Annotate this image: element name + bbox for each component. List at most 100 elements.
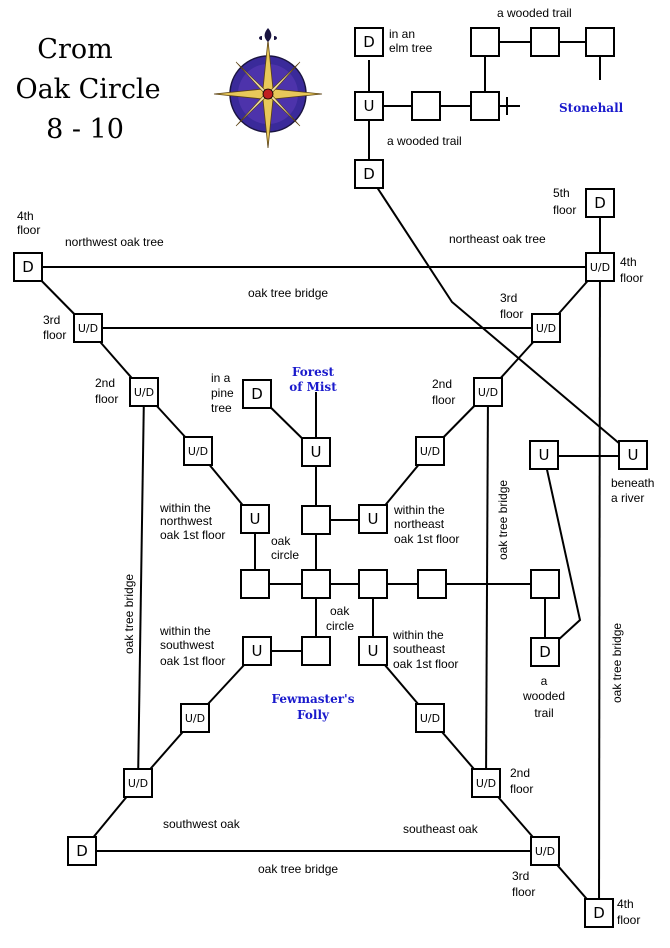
room-nw-1b[interactable]: U/D xyxy=(183,436,213,466)
room-box[interactable] xyxy=(530,27,560,57)
room-nw-3[interactable]: U/D xyxy=(73,313,103,343)
room-box[interactable] xyxy=(585,27,615,57)
room-box[interactable] xyxy=(529,440,559,470)
room-trail-d[interactable]: D xyxy=(530,637,560,667)
room-box[interactable] xyxy=(301,437,331,467)
room-box[interactable] xyxy=(531,313,561,343)
room-nw-1[interactable]: U xyxy=(240,504,270,534)
label-in-a-pine-tree: pine xyxy=(211,386,234,400)
title-line-1: Crom xyxy=(37,34,112,65)
room-box[interactable] xyxy=(183,436,213,466)
room-elm-d[interactable]: D xyxy=(354,27,384,57)
room-se-2[interactable]: U/D xyxy=(471,768,501,798)
zone-link-forest-of-mist[interactable]: Forest xyxy=(292,365,335,379)
room-sw-1b[interactable]: U/D xyxy=(180,703,210,733)
label-within-northwest-oak: oak 1st floor xyxy=(160,528,225,542)
room-box[interactable] xyxy=(470,27,500,57)
zone-link-stonehall[interactable]: Stonehall xyxy=(559,101,624,115)
compass-rose-icon xyxy=(213,28,323,149)
room-box[interactable] xyxy=(67,836,97,866)
label-within-northeast-oak: oak 1st floor xyxy=(394,532,459,546)
room-box[interactable] xyxy=(585,188,615,218)
label-oak-circle: oak xyxy=(271,534,291,548)
room-box[interactable] xyxy=(242,379,272,409)
room-river-u[interactable]: U xyxy=(529,440,559,470)
paths xyxy=(27,41,634,914)
room-nw-2[interactable]: U/D xyxy=(129,377,159,407)
room-ne-2[interactable]: U/D xyxy=(473,377,503,407)
room-box[interactable] xyxy=(240,569,270,599)
room-exit-label: U/D xyxy=(535,845,555,858)
room-box[interactable] xyxy=(358,504,388,534)
room-box[interactable] xyxy=(618,440,648,470)
room-exit-label: U xyxy=(368,510,379,528)
room-box[interactable] xyxy=(301,505,331,535)
room-sw-d[interactable]: D xyxy=(67,836,97,866)
room-nw-d[interactable]: D xyxy=(13,252,43,282)
room-box[interactable] xyxy=(411,91,441,121)
label-within-northeast-oak: northeast xyxy=(394,517,445,531)
room-fom-u[interactable]: U xyxy=(301,437,331,467)
room-box[interactable] xyxy=(123,768,153,798)
room-box[interactable] xyxy=(358,636,388,666)
room-ne-3[interactable]: U/D xyxy=(531,313,561,343)
room-exit-label: U/D xyxy=(420,445,440,458)
label-floor: floor xyxy=(432,393,455,407)
room-wt-d[interactable]: D xyxy=(354,159,384,189)
room-box[interactable] xyxy=(530,836,560,866)
room-sw-1[interactable]: U xyxy=(242,636,272,666)
room-ne-5[interactable]: D xyxy=(585,188,615,218)
label-within-southwest-oak: oak 1st floor xyxy=(160,654,225,668)
room-ne-1b[interactable]: U/D xyxy=(415,436,445,466)
label-within-northwest-oak: within the xyxy=(159,501,211,515)
room-box[interactable] xyxy=(471,768,501,798)
room-exit-label: D xyxy=(593,904,605,922)
label-floor: floor xyxy=(95,392,118,406)
room-exit-label: U/D xyxy=(188,445,208,458)
label-floor: floor xyxy=(620,271,643,285)
label-floor: 2nd xyxy=(510,766,530,780)
label-in-a-pine-tree: in a xyxy=(211,371,231,385)
room-box[interactable] xyxy=(584,898,614,928)
room-ne-1[interactable]: U xyxy=(358,504,388,534)
zone-link-fewmasters-folly[interactable]: Fewmaster's xyxy=(272,692,355,706)
label-floor: 4th xyxy=(17,209,34,223)
zone-link-fewmasters-folly[interactable]: Folly xyxy=(297,708,330,722)
label-floor: 4th xyxy=(617,897,634,911)
room-box[interactable] xyxy=(358,569,388,599)
room-box[interactable] xyxy=(354,159,384,189)
room-box[interactable] xyxy=(240,504,270,534)
room-exit-label: U/D xyxy=(476,777,496,790)
label-oak-circle: circle xyxy=(271,548,299,562)
room-box[interactable] xyxy=(415,703,445,733)
room-box[interactable] xyxy=(13,252,43,282)
room-se-1b[interactable]: U/D xyxy=(415,703,445,733)
room-ne-4[interactable]: U/D xyxy=(585,252,615,282)
label-southeast-oak: southeast oak xyxy=(403,822,479,836)
room-river-u2[interactable]: U xyxy=(618,440,648,470)
room-box[interactable] xyxy=(301,636,331,666)
room-box[interactable] xyxy=(415,436,445,466)
room-box[interactable] xyxy=(73,313,103,343)
room-box[interactable] xyxy=(473,377,503,407)
room-box[interactable] xyxy=(354,27,384,57)
room-box[interactable] xyxy=(470,91,500,121)
room-box[interactable] xyxy=(180,703,210,733)
room-box[interactable] xyxy=(585,252,615,282)
room-box[interactable] xyxy=(129,377,159,407)
room-se-1[interactable]: U xyxy=(358,636,388,666)
room-wt-u[interactable]: U xyxy=(354,91,384,121)
room-box[interactable] xyxy=(530,637,560,667)
room-exit-label: U/D xyxy=(134,386,154,399)
room-se-4[interactable]: D xyxy=(584,898,614,928)
room-box[interactable] xyxy=(354,91,384,121)
room-sw-2[interactable]: U/D xyxy=(123,768,153,798)
room-se-3[interactable]: U/D xyxy=(530,836,560,866)
room-box[interactable] xyxy=(301,569,331,599)
room-box[interactable] xyxy=(530,569,560,599)
room-pine-d[interactable]: D xyxy=(242,379,272,409)
room-box[interactable] xyxy=(417,569,447,599)
room-box[interactable] xyxy=(242,636,272,666)
zone-link-forest-of-mist[interactable]: of Mist xyxy=(289,380,337,394)
